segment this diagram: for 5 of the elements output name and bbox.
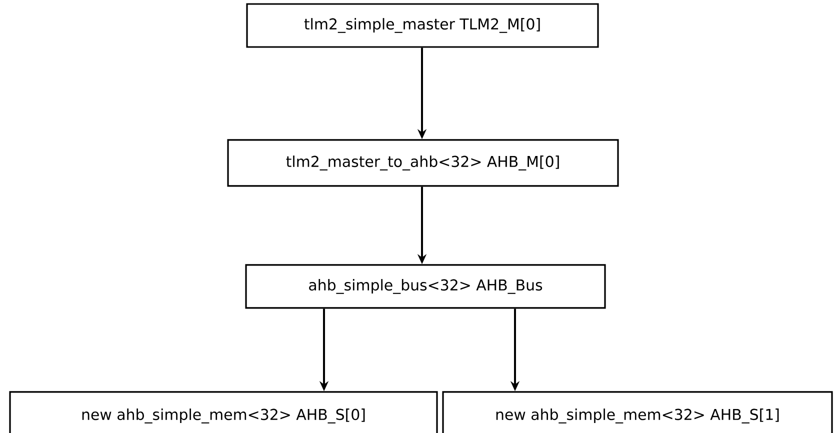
process-box: new ahb_simple_mem<32> AHB_S[0] (9, 391, 438, 433)
process-box: new ahb_simple_mem<32> AHB_S[1] (442, 391, 833, 433)
process-box: tlm2_simple_master TLM2_M[0] (246, 3, 599, 48)
process-box: ahb_simple_bus<32> AHB_Bus (245, 264, 606, 309)
process-box: tlm2_master_to_ahb<32> AHB_M[0] (227, 139, 619, 187)
